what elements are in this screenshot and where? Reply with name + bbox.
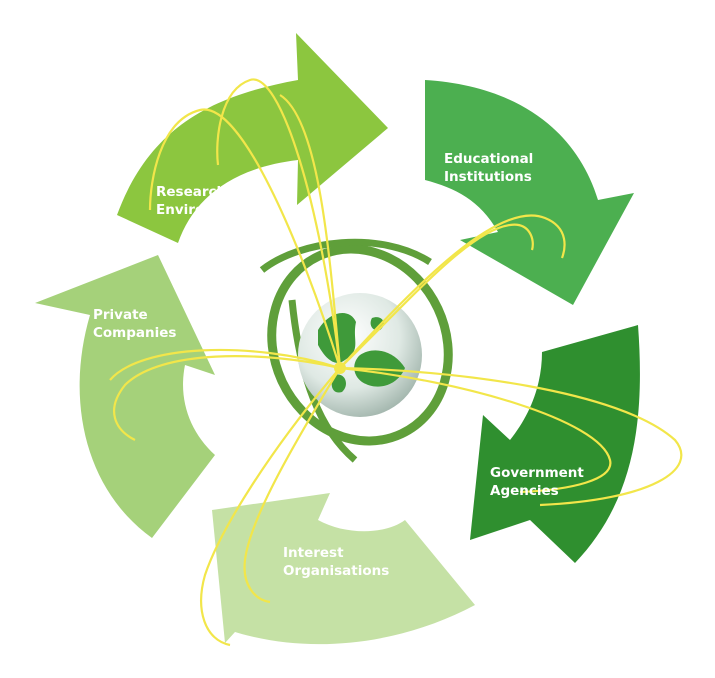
- globe-icon: [298, 293, 422, 417]
- label-private-companies: Private Companies: [93, 307, 176, 341]
- arrow-educational-institutions: [425, 80, 634, 305]
- arrow-private-companies: [35, 255, 215, 538]
- label-educational-institutions: Educational Institutions: [444, 151, 538, 185]
- arrow-government-agencies: [470, 325, 640, 563]
- label-government-agencies: Government Agencies: [490, 465, 589, 499]
- arrow-interest-organisations: [212, 493, 475, 645]
- orbit-center-dot: [334, 362, 346, 374]
- label-research-environment: Research Environment: [156, 184, 254, 218]
- orbit-lines: [109, 78, 683, 647]
- arrow-research-environment: [117, 33, 388, 243]
- label-interest-organisations: Interest Organisations: [283, 545, 389, 579]
